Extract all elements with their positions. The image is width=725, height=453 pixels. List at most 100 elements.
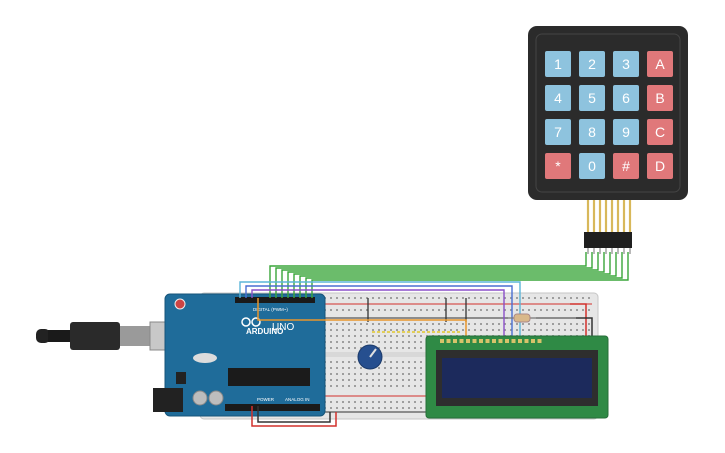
lcd-pin (531, 339, 535, 343)
lcd-pin (479, 339, 483, 343)
usb-plug-metal (120, 326, 150, 346)
usb-plug-body (70, 322, 120, 350)
digital-header (235, 297, 315, 303)
keypad-key-1: 1 (545, 51, 571, 77)
keypad-key-label: * (555, 158, 561, 174)
keypad-key-2: 2 (579, 51, 605, 77)
keypad-ribbon (584, 198, 632, 254)
keypad-key-label: 9 (622, 124, 630, 140)
keypad-key-label: D (655, 158, 665, 174)
lcd-16x2 (425, 335, 609, 419)
lcd-wire-purple (251, 289, 505, 338)
capacitor-2 (208, 390, 224, 406)
usb-cable (36, 321, 179, 351)
power-wires (251, 303, 593, 427)
lcd-pin (498, 339, 503, 343)
keypad-key-label: A (655, 56, 665, 72)
lcd-pin (505, 339, 509, 343)
lcd-pin (537, 339, 542, 343)
reset-button (174, 298, 186, 310)
ribbon-conductors (586, 198, 632, 254)
digital-header-label: DIGITAL (PWM~) (253, 307, 288, 312)
keypad-key-label: 0 (588, 158, 596, 174)
wire-gnd-right (576, 317, 593, 338)
voltage-regulator (176, 372, 186, 384)
keypad-key-label: 4 (554, 90, 562, 106)
power-jack (153, 388, 183, 412)
lcd-pin (453, 339, 457, 343)
keypad-key-d: D (647, 153, 673, 179)
keypad-wire-1 (269, 252, 587, 298)
lcd-wire-cyan (239, 281, 521, 338)
lcd-pin (440, 339, 444, 343)
keypad-4x4: 1 2 3 A 4 5 6 B 7 8 9 C * 0 # D (528, 26, 688, 200)
keypad-key-label: 6 (622, 90, 630, 106)
usb-cable-strain (48, 330, 72, 342)
keypad-key-label: 1 (554, 56, 562, 72)
keypad-key-label: B (655, 90, 664, 106)
lcd-pin (472, 339, 477, 343)
lcd-pin (492, 339, 496, 343)
power-header-label: POWER (257, 397, 275, 402)
keypad-wire-8 (311, 252, 629, 298)
lcd-wire-blue (245, 285, 513, 338)
keypad-wire-6 (299, 252, 617, 298)
keypad-connector (584, 232, 632, 248)
lcd-pin (518, 339, 522, 343)
capacitor-1 (192, 390, 208, 406)
lcd-pin (446, 339, 451, 343)
keypad-key-5: 5 (579, 85, 605, 111)
arduino-logo-icon (241, 317, 261, 327)
arduino-brand-label: ARDUINO (246, 327, 283, 336)
keypad-key-hash: # (613, 153, 639, 179)
keypad-wire-7 (305, 252, 623, 298)
arduino-model-label: UNO (272, 322, 294, 333)
atmega-chip (228, 368, 310, 386)
keypad-key-7: 7 (545, 119, 571, 145)
keypad-key-8: 8 (579, 119, 605, 145)
arduino-uno-board: ARDUINO UNO DIGITAL (PWM~) POWER ANALOG … (153, 293, 326, 417)
wire-vcc-right (570, 303, 587, 336)
keypad-wire-3 (281, 252, 599, 298)
lcd-pin (466, 339, 470, 343)
keypad-wire-2 (275, 252, 593, 298)
keypad-key-label: 3 (622, 56, 630, 72)
keypad-key-9: 9 (613, 119, 639, 145)
keypad-key-label: 2 (588, 56, 596, 72)
keypad-wires (239, 252, 629, 338)
lcd-pin (485, 339, 490, 343)
keypad-wire-4 (287, 252, 605, 298)
potentiometer (357, 344, 383, 370)
keypad-key-label: C (655, 124, 665, 140)
lcd-wires (257, 298, 467, 336)
keypad-keys: 1 2 3 A 4 5 6 B 7 8 9 C * 0 # D (545, 51, 673, 179)
usb-cable-end (36, 329, 50, 343)
keypad-key-3: 3 (613, 51, 639, 77)
keypad-key-0: 0 (579, 153, 605, 179)
analog-header-label: ANALOG IN (285, 397, 310, 402)
keypad-key-label: # (622, 158, 630, 174)
keypad-key-a: A (647, 51, 673, 77)
lcd-pin (524, 339, 529, 343)
crystal-oscillator (193, 353, 217, 363)
keypad-key-label: 8 (588, 124, 596, 140)
keypad-key-label: 7 (554, 124, 562, 140)
lcd-pin (511, 339, 516, 343)
keypad-key-4: 4 (545, 85, 571, 111)
lcd-screen (442, 358, 592, 398)
ground-jumpers (367, 298, 467, 322)
lcd-pin-header (440, 339, 542, 343)
keypad-frame (535, 33, 681, 193)
keypad-key-star: * (545, 153, 571, 179)
wire-orange (257, 298, 467, 336)
power-analog-header (225, 404, 320, 411)
wire-gnd (257, 406, 331, 423)
wire-5v (251, 406, 337, 427)
keypad-wire-5 (293, 252, 611, 298)
keypad-key-b: B (647, 85, 673, 111)
resistor (508, 313, 536, 323)
keypad-key-label: 5 (588, 90, 596, 106)
keypad-key-6: 6 (613, 85, 639, 111)
keypad-key-c: C (647, 119, 673, 145)
